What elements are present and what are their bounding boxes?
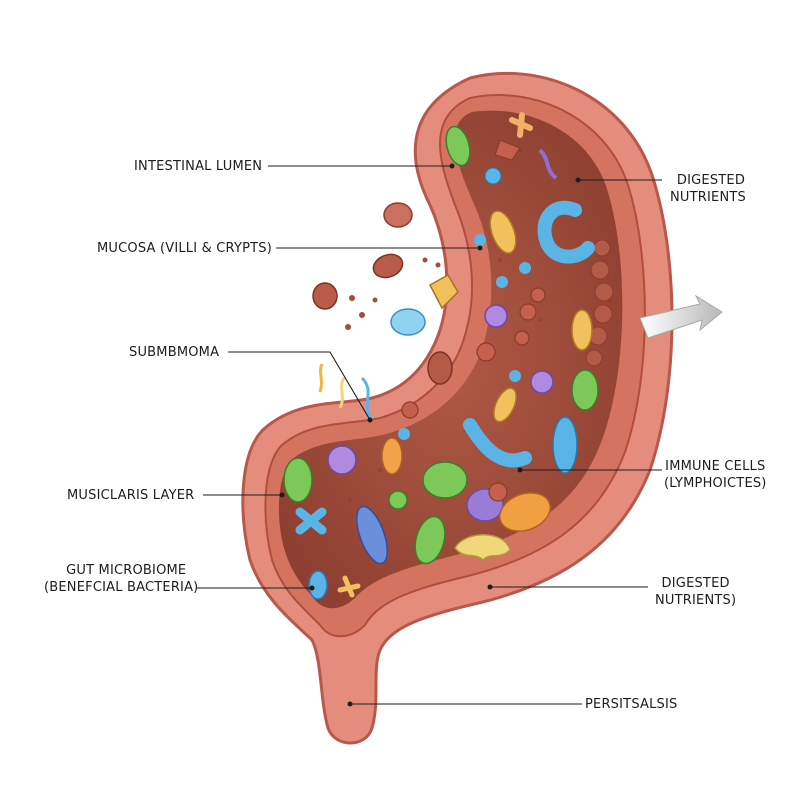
label-line-1: GUT MICROBIOME [66,563,187,578]
label-line-1: IMMUNE CELLS [665,459,766,474]
bacteria-orange [337,112,593,598]
label-peristalsis: PERSITSALSIS [585,696,677,713]
label-line-2: NUTRIENTS [670,190,746,205]
label-gut-microbiome: GUT MICROBIOME (BENEFCIAL BACTERIA) [44,562,198,596]
leader-lines [197,165,662,705]
label-digested-nutrients-top: DIGESTED NUTRIENTS [670,172,746,206]
label-text: SUBMBMOMA [129,345,220,360]
label-line-1: DIGESTED [661,576,730,591]
label-text: MUSICLARIS LAYER [67,488,195,503]
label-immune-cells: IMMUNE CELLS (LYMPHOICTES) [664,458,767,492]
label-line-2: (LYMPHOICTES) [664,476,767,491]
intestinal-lumen [278,110,623,609]
bacteria-purple [327,148,558,522]
flow-arrow [639,294,723,339]
label-line-2: NUTRIENTS) [655,593,737,608]
label-text: MUCOSA (VILLI & CRYPTS) [97,241,273,256]
label-text: PERSITSALSIS [585,697,678,712]
label-muscularis: MUSICLARIS LAYER [67,487,194,504]
label-mucosa: MUCOSA (VILLI & CRYPTS) [97,240,272,257]
bacteria-green [283,125,599,565]
label-line-2: (BENEFCIAL BACTERIA) [44,580,199,595]
label-submucosa: SUBMBMOMA [129,344,219,361]
food-particles [312,202,459,421]
label-digested-nutrients-bottom: DIGESTED NUTRIENTS) [655,575,736,609]
red-cells [401,139,546,502]
label-line-1: DIGESTED [676,173,746,188]
bacteria-blue [295,167,595,600]
label-text: INTESTINAL LUMEN [134,159,263,174]
label-intestinal-lumen: INTESTINAL LUMEN [134,158,262,175]
leader-dots [279,163,581,707]
mucosa-villi [585,239,614,367]
